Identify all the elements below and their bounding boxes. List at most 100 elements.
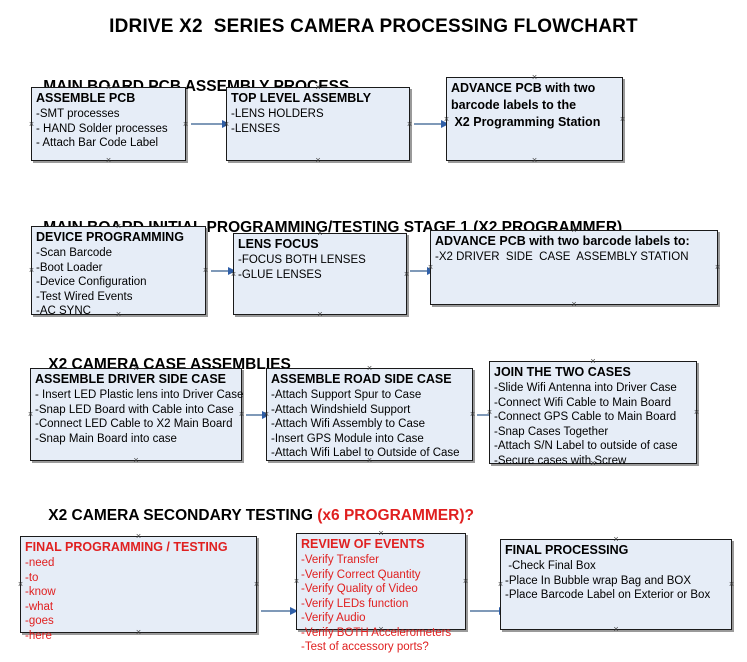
box-line: -Connect Wifi Cable to Main Board (494, 396, 672, 409)
resize-handle-right[interactable] (714, 264, 721, 271)
box-line: -Check Final Box (505, 560, 596, 572)
box-line: -Place Barcode Label on Exterior or Box (505, 589, 711, 601)
box-line: -Attach Windshield Support (271, 403, 411, 416)
box-line: -need (25, 557, 55, 569)
resize-handle-top[interactable] (531, 74, 538, 81)
resize-handle-bottom[interactable] (317, 311, 324, 318)
resize-handle-bottom[interactable] (133, 457, 140, 464)
resize-handle-bottom[interactable] (571, 301, 578, 308)
box-line: X2 Programming Station (451, 115, 601, 129)
resize-handle-bottom[interactable] (531, 157, 538, 164)
box-line: -Snap Main Board into case (35, 432, 177, 445)
box-final-processing[interactable]: FINAL PROCESSING -Check Final Box -Place… (500, 539, 732, 630)
box-line: -Verify LEDs function (301, 597, 409, 610)
box-line: -Attach S/N Label to outside of case (494, 440, 678, 452)
resize-handle-bottom[interactable] (613, 626, 620, 633)
resize-handle-right[interactable] (403, 271, 410, 278)
arrowhead-icon (290, 607, 298, 615)
resize-handle-right[interactable] (238, 411, 245, 418)
box-device-programming[interactable]: DEVICE PROGRAMMING -Scan Barcode -Boot L… (28, 226, 209, 317)
connector-lens-focus-to-advance-pcb-driver-side (410, 267, 435, 275)
box-line: -goes (25, 615, 54, 627)
box-lens-focus[interactable]: LENS FOCUS -FOCUS BOTH LENSES -GLUE LENS… (233, 233, 407, 315)
box-line: -Attach Wifi Label to Outside of Case (271, 447, 460, 459)
resize-handle-left[interactable] (293, 578, 300, 585)
box-line: -Insert GPS Module into Case (271, 432, 424, 445)
box-line: -know (25, 586, 56, 598)
box-assemble-pcb[interactable]: ASSEMBLE PCB -SMT processes - HAND Solde… (31, 87, 186, 161)
box-line: -GLUE LENSES (238, 268, 322, 281)
box-title: DEVICE PROGRAMMING (36, 230, 184, 244)
box-line: -to (25, 571, 39, 584)
box-line: -Verify Quality of Video (301, 583, 418, 595)
box-advance-pcb-x2-programming-station[interactable]: ADVANCE PCB with two barcode labels to t… (446, 77, 623, 161)
resize-handle-left[interactable] (497, 581, 504, 588)
box-line: -Snap Cases Together (494, 425, 609, 438)
resize-handle-right[interactable] (693, 409, 700, 416)
page-title: IDRIVE X2 SERIES CAMERA PROCESSING FLOWC… (109, 16, 638, 37)
resize-handle-right[interactable] (462, 578, 469, 585)
resize-handle-left[interactable] (27, 411, 34, 418)
box-title: FINAL PROGRAMMING / TESTING (25, 540, 228, 554)
box-line: -LENSES (231, 122, 281, 135)
connector-device-programming-to-lens-focus (211, 267, 236, 275)
box-title: ASSEMBLE ROAD SIDE CASE (271, 372, 452, 386)
connector-top-level-assembly-to-advance-pcb (414, 120, 449, 128)
box-line: -Verify BOTH Accelerometers (301, 626, 452, 639)
section-header-accent: (x6 PROGRAMMER)? (317, 507, 474, 524)
box-line: -Attach Support Spur to Case (271, 389, 422, 401)
box-line: -X2 DRIVER SIDE CASE ASSEMBLY STATION (435, 251, 689, 263)
box-join-the-two-cases[interactable]: JOIN THE TWO CASES -Slide Wifi Antenna i… (489, 358, 700, 467)
section-header-x2-camera-secondary-testing: X2 CAMERA SECONDARY TESTING (x6 PROGRAMM… (31, 489, 474, 543)
box-line: -what (25, 600, 54, 613)
box-title: TOP LEVEL ASSEMBLY (231, 91, 372, 105)
resize-handle-left[interactable] (17, 581, 24, 588)
box-title: JOIN THE TWO CASES (494, 365, 631, 379)
box-line: -Verify Correct Quantity (301, 568, 421, 581)
box-line: -LENS HOLDERS (231, 108, 324, 120)
box-top-level-assembly[interactable]: TOP LEVEL ASSEMBLY -LENS HOLDERS -LENSES (226, 87, 410, 161)
resize-handle-right[interactable] (182, 121, 189, 128)
resize-handle-right[interactable] (406, 121, 413, 128)
box-line: -Verify Audio (301, 612, 366, 624)
box-line: -Test Wired Events (36, 290, 133, 303)
resize-handle-bottom[interactable] (105, 157, 112, 164)
box-line: -Place In Bubble wrap Bag and BOX (505, 574, 692, 587)
box-line: -Attach Wifi Assembly to Case (271, 418, 426, 430)
arrowhead-icon (228, 267, 236, 275)
box-title: LENS FOCUS (238, 237, 319, 251)
arrowhead-icon (441, 120, 449, 128)
box-line: - HAND Solder processes (36, 122, 168, 135)
connector-driver-side-to-road-side (246, 411, 270, 419)
box-advance-pcb-driver-side-case[interactable]: ADVANCE PCB with two barcode labels to: … (430, 230, 718, 305)
resize-handle-top[interactable] (590, 358, 597, 365)
resize-handle-top[interactable] (613, 536, 620, 543)
box-line: -here (25, 629, 52, 642)
box-line-overflow: -Test of accessory ports? (301, 641, 429, 653)
box-assemble-road-side-case[interactable]: ASSEMBLE ROAD SIDE CASE -Attach Support … (266, 368, 473, 461)
resize-handle-left[interactable] (28, 121, 35, 128)
box-line: -Slide Wifi Antenna into Driver Case (494, 382, 677, 394)
box-line: -AC SYNC (36, 305, 91, 317)
box-line: -Boot Loader (36, 261, 103, 274)
resize-handle-right[interactable] (469, 411, 476, 418)
box-line: barcode labels to the (451, 98, 577, 112)
resize-handle-right[interactable] (253, 581, 260, 588)
box-title: REVIEW OF EVENTS (301, 537, 425, 551)
box-review-of-events[interactable]: REVIEW OF EVENTS -Verify Transfer -Verif… (293, 533, 469, 653)
resize-handle-right[interactable] (202, 267, 209, 274)
box-title: ADVANCE PCB with two barcode labels to: (435, 234, 690, 248)
resize-handle-right[interactable] (619, 116, 626, 123)
box-final-programming-testing[interactable]: FINAL PROGRAMMING / TESTING -need -to -k… (17, 536, 260, 642)
connector-assemble-pcb-to-top-level-assembly (191, 120, 230, 128)
box-assemble-driver-side-case[interactable]: ASSEMBLE DRIVER SIDE CASE - Insert LED P… (27, 368, 245, 464)
resize-handle-left[interactable] (28, 267, 35, 274)
connector-review-of-events-to-final-processing (470, 607, 507, 615)
resize-handle-bottom[interactable] (315, 157, 322, 164)
resize-handle-right[interactable] (728, 581, 735, 588)
resize-handle-top[interactable] (366, 365, 373, 372)
box-line: - Insert LED Plastic lens into Driver Ca… (35, 389, 244, 401)
box-title: ASSEMBLE PCB (36, 91, 136, 105)
box-line: - Attach Bar Code Label (36, 137, 159, 149)
